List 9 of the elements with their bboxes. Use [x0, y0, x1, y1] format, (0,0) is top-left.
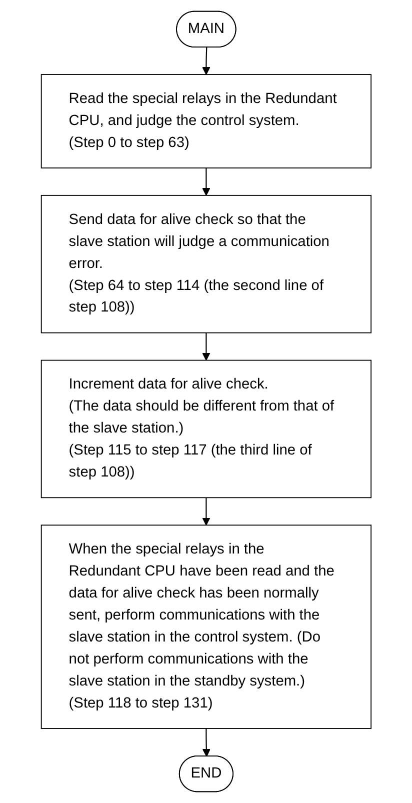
arrow	[202, 728, 210, 757]
node-box: Read the special relays in the Redundant CPU, and judge the control system. (Step 0 to step 63)	[40, 74, 372, 168]
node-box: Send data for alive check so that the slave station will judge a communication error. (Step 64 to step 114 (the second line of step 108))	[40, 194, 372, 334]
arrow	[202, 332, 210, 361]
arrow	[202, 168, 210, 196]
node-box: When the special relays in the Redundant CPU have been read and the data for alive check has been normally sent, perform communications with the slave station in the control system. (Do not perform communications with the slave station in the standby system.) (Step 118 to step 131)	[40, 524, 372, 729]
arrow	[202, 498, 210, 526]
arrow	[202, 47, 210, 75]
node-box: Increment data for alive check. (The data should be different from that of the slave station.) (Step 115 to step 117 (the third line of step 108))	[40, 360, 372, 498]
